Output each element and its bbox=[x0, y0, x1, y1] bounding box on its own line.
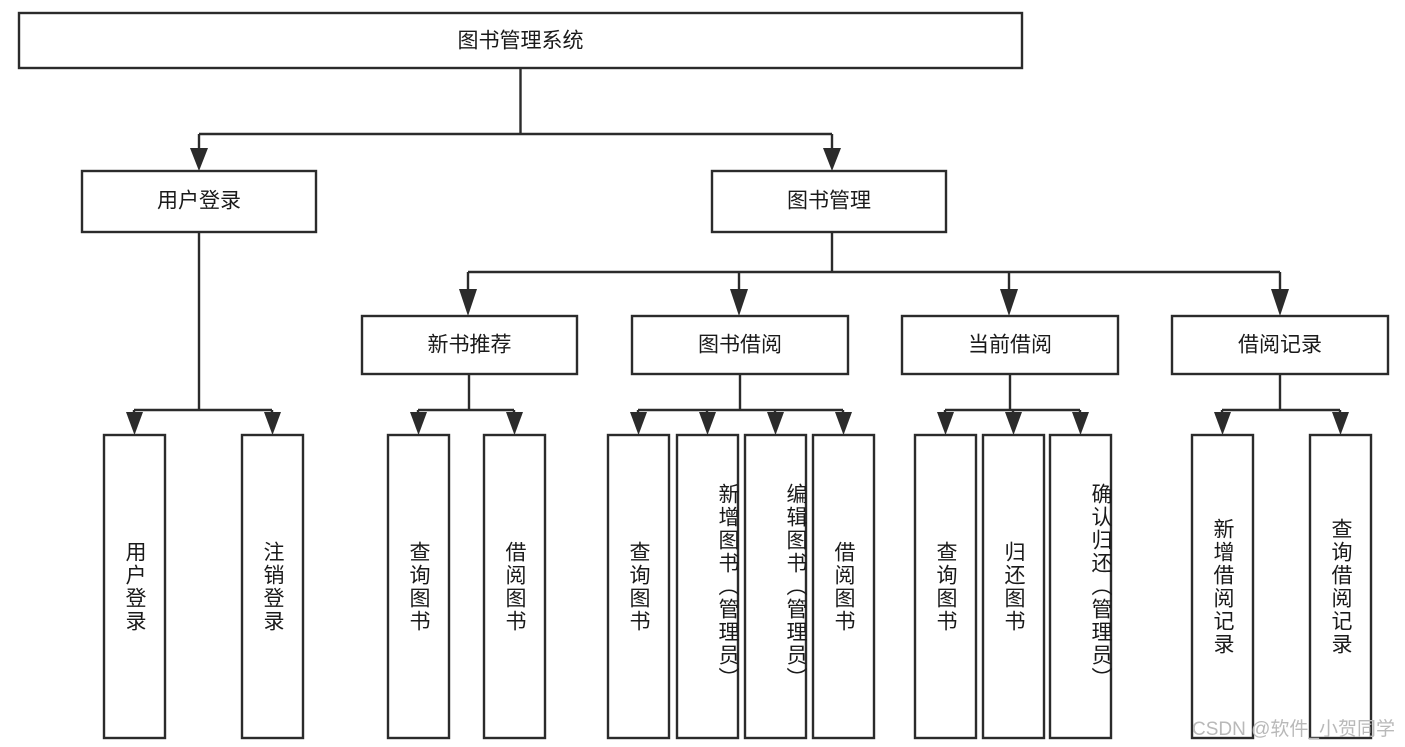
node-leaf-return-book[interactable] bbox=[981, 433, 1046, 740]
node-leaf-confirm-return[interactable] bbox=[1048, 433, 1113, 740]
node-leaf-add-record[interactable] bbox=[1190, 433, 1255, 740]
label-root: 图书管理系统 bbox=[458, 30, 584, 53]
node-leaf-query-record[interactable] bbox=[1308, 433, 1373, 740]
arrowhead-leaf-query-book-3 bbox=[937, 412, 954, 435]
node-layer bbox=[17, 11, 1390, 740]
arrowhead-leaf-borrow-book-2 bbox=[835, 412, 852, 435]
label-current-borrow: 当前借阅 bbox=[968, 334, 1052, 357]
label-book-borrow: 图书借阅 bbox=[698, 334, 782, 357]
arrowhead-leaf-confirm-return bbox=[1072, 412, 1089, 435]
label-borrow-record: 借阅记录 bbox=[1238, 334, 1322, 357]
label-book-manage: 图书管理 bbox=[787, 190, 871, 213]
arrowhead-leaf-query-book-1 bbox=[410, 412, 427, 435]
node-user-login[interactable] bbox=[80, 169, 318, 234]
node-leaf-borrow-book-2[interactable] bbox=[811, 433, 876, 740]
node-book-manage[interactable] bbox=[710, 169, 948, 234]
node-leaf-add-book[interactable] bbox=[675, 433, 740, 740]
csdn-watermark: CSDN @软件_小贺同学 bbox=[1192, 719, 1395, 740]
arrowhead-book-manage bbox=[823, 148, 841, 171]
node-book-borrow[interactable] bbox=[630, 314, 850, 376]
arrowhead-leaf-user-login bbox=[126, 412, 143, 435]
arrowhead-user-login bbox=[190, 148, 208, 171]
node-borrow-record[interactable] bbox=[1170, 314, 1390, 376]
arrowhead-current-borrow bbox=[1000, 289, 1018, 316]
node-leaf-query-book-2[interactable] bbox=[606, 433, 671, 740]
arrowhead-leaf-query-record bbox=[1332, 412, 1349, 435]
horizontal-label-layer: 图书管理系统 用户登录 图书管理 新书推荐 图书借阅 当前借阅 借阅记录 bbox=[157, 30, 1322, 357]
arrowhead-leaf-return-book bbox=[1005, 412, 1022, 435]
node-leaf-query-book-1[interactable] bbox=[386, 433, 451, 740]
arrowhead-book-borrow bbox=[730, 289, 748, 316]
arrowhead-leaf-add-book bbox=[699, 412, 716, 435]
node-new-book-rec[interactable] bbox=[360, 314, 579, 376]
arrowhead-borrow-record bbox=[1271, 289, 1289, 316]
node-leaf-logout[interactable] bbox=[240, 433, 305, 740]
arrowhead-leaf-add-record bbox=[1214, 412, 1231, 435]
connector-layer bbox=[126, 68, 1349, 435]
node-leaf-query-book-3[interactable] bbox=[913, 433, 978, 740]
node-leaf-borrow-book-1[interactable] bbox=[482, 433, 547, 740]
node-current-borrow[interactable] bbox=[900, 314, 1120, 376]
node-root[interactable] bbox=[17, 11, 1024, 70]
arrowhead-leaf-edit-book bbox=[767, 412, 784, 435]
arrowhead-leaf-query-book-2 bbox=[630, 412, 647, 435]
arrowhead-leaf-logout bbox=[264, 412, 281, 435]
arrowhead-new-book-rec bbox=[459, 289, 477, 316]
label-user-login: 用户登录 bbox=[157, 190, 241, 213]
label-new-book-rec: 新书推荐 bbox=[428, 334, 512, 357]
node-leaf-user-login[interactable] bbox=[102, 433, 167, 740]
arrowhead-leaf-borrow-book-1 bbox=[506, 412, 523, 435]
node-leaf-edit-book[interactable] bbox=[743, 433, 808, 740]
